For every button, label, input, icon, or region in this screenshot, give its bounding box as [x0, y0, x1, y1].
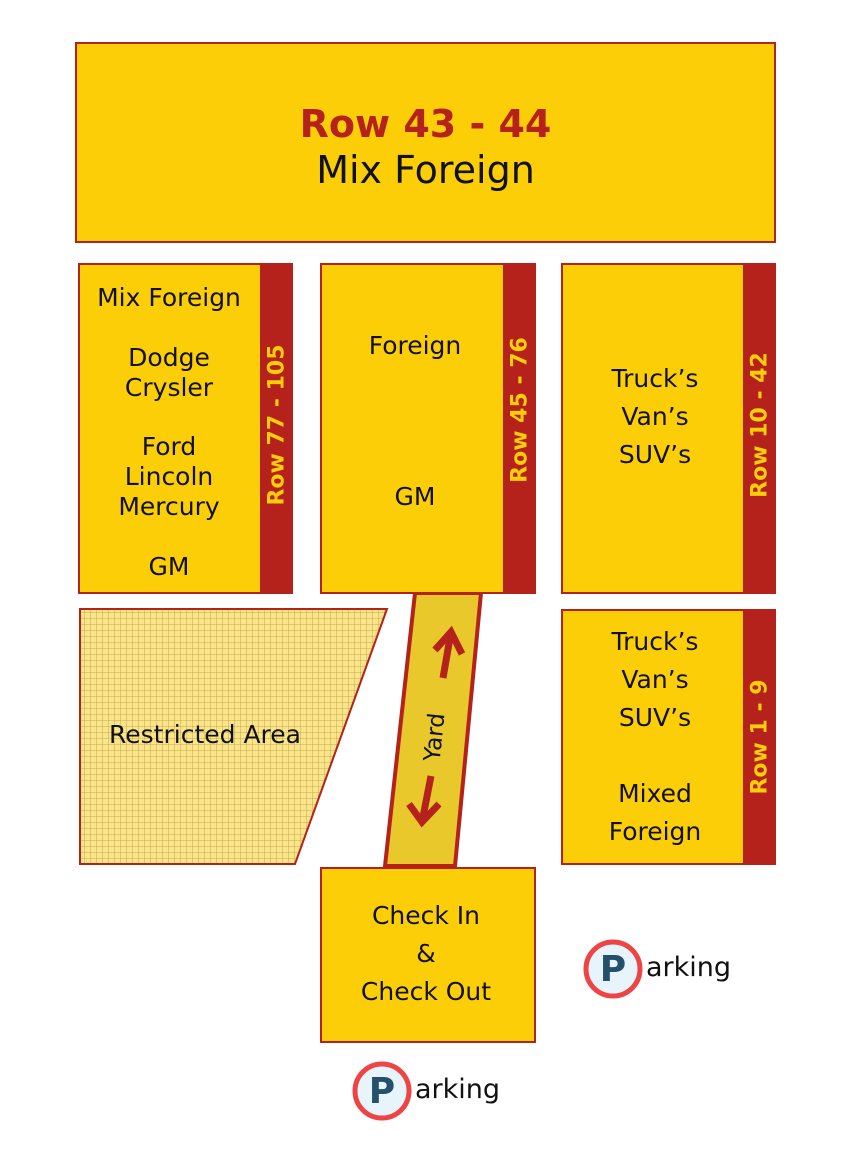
label: Mercury [118, 492, 220, 521]
label: SUV’s [618, 703, 692, 732]
label: Check Out [360, 977, 492, 1006]
row-label: Row 10 - 42 [747, 352, 773, 498]
row-label: Row 1 - 9 [747, 679, 773, 795]
parking-icon: P [583, 939, 643, 999]
section-row-45-76: Row 45 - 76 Foreign GM [320, 263, 536, 594]
parking-icon: P [352, 1061, 412, 1121]
section-row-10-42: Row 10 - 42 Truck’s Van’s SUV’s [561, 263, 776, 594]
section-row-77-105: Row 77 - 105 Mix Foreign Dodge Crysler F… [78, 263, 293, 594]
label: Ford [141, 432, 197, 461]
svg-text:P: P [369, 1071, 395, 1112]
label: Check In [371, 901, 481, 930]
svg-text:P: P [600, 949, 626, 990]
label: Mixed [618, 779, 692, 808]
section-row-43-44: Row 43 - 44 Mix Foreign [75, 42, 776, 243]
label: Dodge [128, 343, 210, 372]
row-label: Row 43 - 44 [299, 102, 552, 146]
arrow-up-icon [432, 625, 466, 679]
section-label: Mix Foreign [316, 148, 535, 192]
restricted-area-label: Restricted Area [109, 720, 301, 749]
label: Van’s [621, 665, 689, 694]
label: SUV’s [618, 440, 692, 469]
label: GM [148, 552, 190, 581]
check-in-out-building: Check In & Check Out [320, 867, 536, 1043]
restricted-area-shape [79, 608, 389, 865]
yard-label: Yard [419, 712, 450, 764]
label: Crysler [124, 373, 214, 402]
row-label: Row 77 - 105 [264, 344, 290, 506]
label: Truck’s [611, 627, 699, 656]
parking-label: arking [415, 1074, 501, 1105]
parking-label: arking [646, 952, 732, 983]
row-label: Row 45 - 76 [507, 337, 533, 483]
label: Foreign [608, 817, 702, 846]
arrow-down-icon [406, 775, 442, 828]
label: Truck’s [611, 364, 699, 393]
label: Van’s [621, 402, 689, 431]
label: Lincoln [124, 462, 214, 491]
label: Foreign [368, 331, 462, 360]
label: GM [394, 482, 436, 511]
label: Mix Foreign [97, 283, 241, 312]
label: & [416, 939, 436, 968]
section-row-1-9: Row 1 - 9 Truck’s Van’s SUV’s Mixed Fore… [561, 609, 776, 865]
